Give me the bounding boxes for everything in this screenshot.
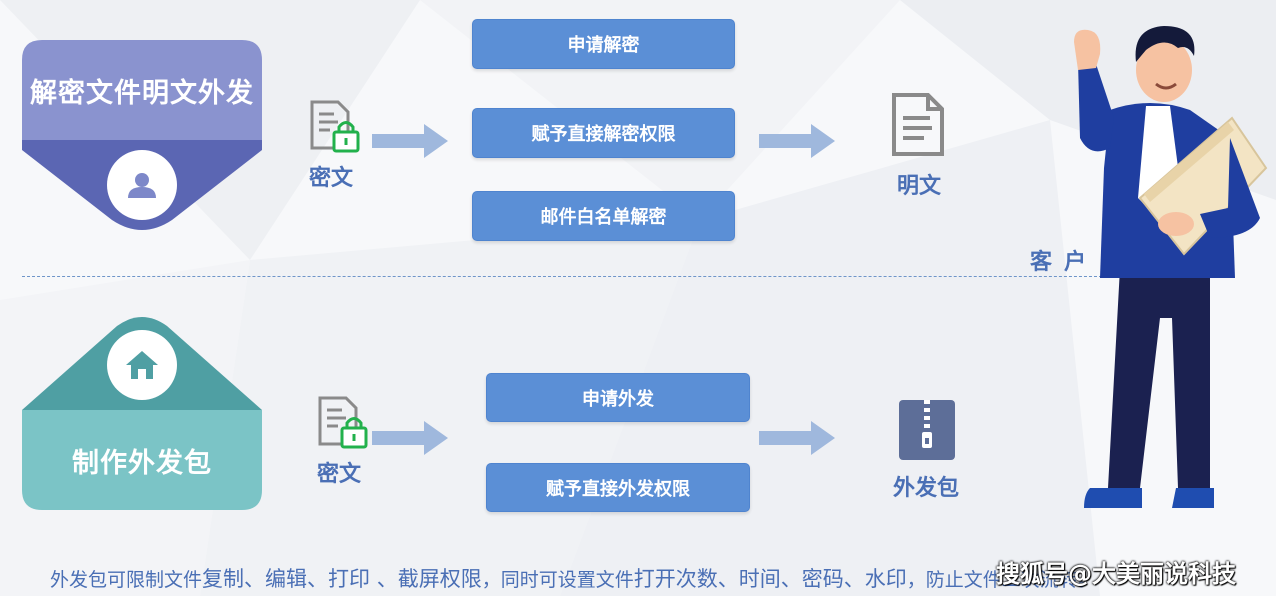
arrow-right-icon xyxy=(759,421,835,455)
caption-part-2: 复制、编辑、打印 、截屏权限 xyxy=(202,567,482,591)
decrypt-badge-title: 解密文件明文外发 xyxy=(30,77,254,109)
ciphertext-label-bottom: 密文 xyxy=(316,462,361,487)
grant-decrypt-permission-button[interactable]: 赋予直接解密权限 xyxy=(472,108,735,158)
caption-part-3: ，同时可设置文件 xyxy=(481,569,634,591)
arrow-right-icon xyxy=(759,124,835,158)
ciphertext-label-top: 密文 xyxy=(308,166,353,191)
encrypted-document-icon xyxy=(318,396,368,449)
grant-send-out-permission-button[interactable]: 赋予直接外发权限 xyxy=(486,463,750,512)
caption-part-5: ，防止文件二次流转。 xyxy=(906,569,1097,591)
package-badge-title: 制作外发包 xyxy=(72,447,212,479)
package-label: 外发包 xyxy=(892,476,959,501)
encrypted-document-icon xyxy=(310,100,360,153)
caption-part-4: 打开次数、时间、密码、水印 xyxy=(633,567,907,591)
customer-label: 客户 xyxy=(1030,250,1099,275)
plaintext-document-icon xyxy=(892,93,944,156)
user-icon-circle xyxy=(107,150,177,220)
watermark: 搜狐号@大美丽说科技 xyxy=(996,560,1236,588)
caption-part-1: 外发包可限制文件 xyxy=(50,569,203,591)
plaintext-label: 明文 xyxy=(896,174,941,199)
customer-illustration xyxy=(1074,26,1268,508)
bottom-caption: 外发包可限制文件复制、编辑、打印 、截屏权限，同时可设置文件打开次数、时间、密码… xyxy=(50,563,1097,593)
section-divider xyxy=(22,276,1102,277)
email-whitelist-decrypt-button[interactable]: 邮件白名单解密 xyxy=(472,191,735,241)
arrow-right-icon xyxy=(372,124,448,158)
zip-package-icon xyxy=(899,400,955,460)
user-icon xyxy=(128,173,156,198)
apply-decrypt-button[interactable]: 申请解密 xyxy=(472,19,735,69)
home-icon xyxy=(126,351,158,379)
arrow-right-icon xyxy=(372,421,448,455)
apply-send-out-button[interactable]: 申请外发 xyxy=(486,373,750,422)
home-icon-circle xyxy=(107,330,177,400)
